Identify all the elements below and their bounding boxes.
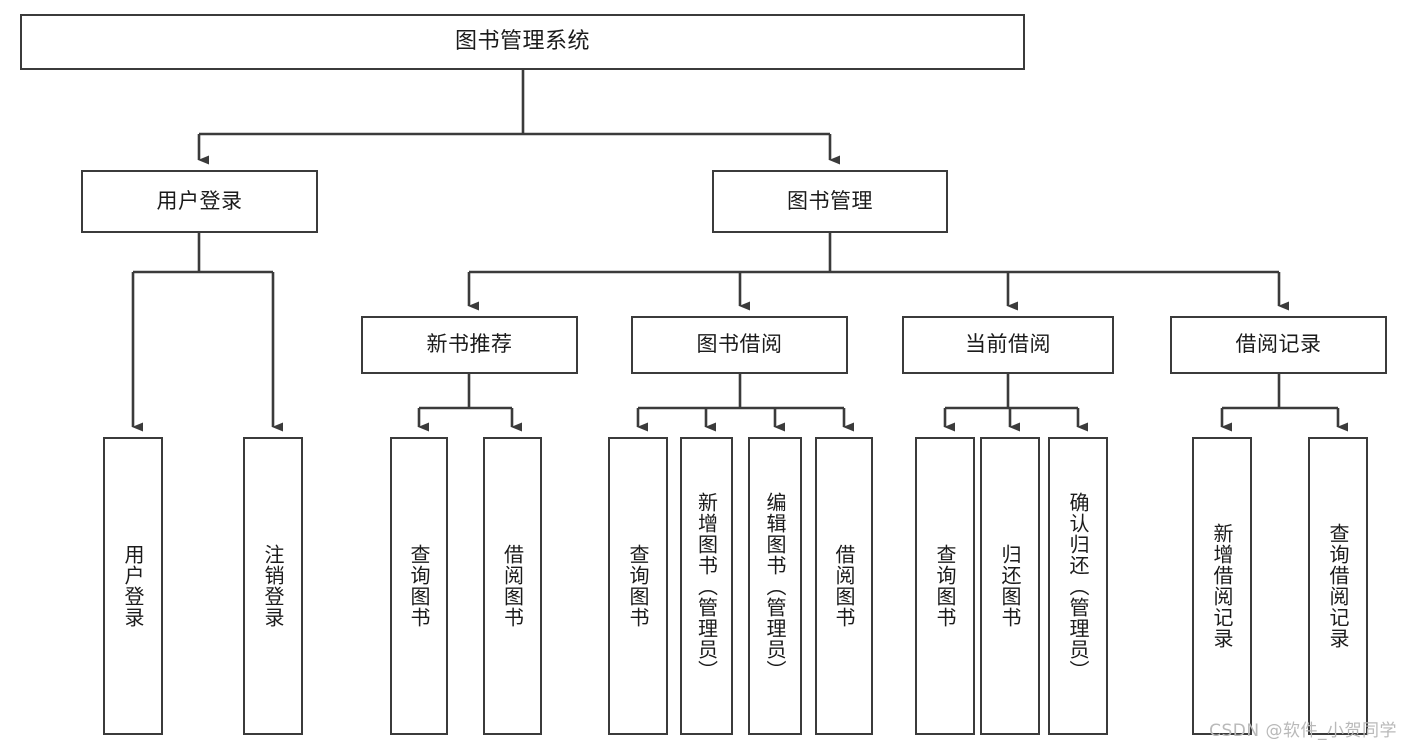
- node-borrow-record[interactable]: 借阅记录: [1170, 316, 1387, 374]
- leaf-borrow-book-2[interactable]: 借阅图书: [815, 437, 873, 735]
- leaf-borrow-book-1[interactable]: 借阅图书: [483, 437, 542, 735]
- leaf-label-add-record: 新增借阅记录: [1210, 523, 1234, 649]
- node-root-system[interactable]: 图书管理系统: [20, 14, 1025, 70]
- leaf-label-user-login: 用户登录: [121, 544, 145, 628]
- node-label-book-borrow: 图书借阅: [696, 332, 783, 357]
- node-label-borrow-record: 借阅记录: [1235, 332, 1322, 357]
- leaf-return-book[interactable]: 归还图书: [980, 437, 1040, 735]
- leaf-label-query-book-1: 查询图书: [407, 544, 431, 628]
- leaf-add-record[interactable]: 新增借阅记录: [1192, 437, 1252, 735]
- leaf-edit-book[interactable]: 编辑图书（管理员）: [748, 437, 802, 735]
- leaf-label-add-book: 新增图书（管理员）: [694, 491, 719, 681]
- leaf-label-edit-book: 编辑图书（管理员）: [763, 491, 787, 681]
- node-current-borrow[interactable]: 当前借阅: [902, 316, 1114, 374]
- leaf-label-query-book-3: 查询图书: [933, 544, 957, 628]
- leaf-confirm-return[interactable]: 确认归还（管理员）: [1048, 437, 1108, 735]
- node-user-login[interactable]: 用户登录: [81, 170, 318, 233]
- leaf-label-borrow-book-1: 借阅图书: [500, 544, 525, 628]
- leaf-label-return-book: 归还图书: [998, 544, 1022, 628]
- node-new-book-recommend[interactable]: 新书推荐: [361, 316, 578, 374]
- leaf-label-query-book-2: 查询图书: [626, 544, 650, 628]
- leaf-query-book-1[interactable]: 查询图书: [390, 437, 448, 735]
- node-label-book-management: 图书管理: [787, 188, 873, 213]
- node-book-management[interactable]: 图书管理: [712, 170, 948, 233]
- leaf-query-book-2[interactable]: 查询图书: [608, 437, 668, 735]
- node-label-current-borrow: 当前借阅: [965, 332, 1051, 357]
- leaf-label-borrow-book-2: 借阅图书: [832, 544, 856, 628]
- leaf-query-record[interactable]: 查询借阅记录: [1308, 437, 1368, 735]
- leaf-label-query-record: 查询借阅记录: [1326, 523, 1350, 649]
- node-label-user-login: 用户登录: [156, 188, 243, 213]
- leaf-user-login[interactable]: 用户登录: [103, 437, 163, 735]
- leaf-query-book-3[interactable]: 查询图书: [915, 437, 975, 735]
- leaf-label-confirm-return: 确认归还（管理员）: [1066, 491, 1090, 681]
- leaf-add-book[interactable]: 新增图书（管理员）: [680, 437, 733, 735]
- leaf-label-logout-login: 注销登录: [261, 544, 285, 628]
- node-book-borrow[interactable]: 图书借阅: [631, 316, 848, 374]
- node-label-root: 图书管理系统: [454, 28, 590, 54]
- node-label-new-book-recommend: 新书推荐: [426, 332, 513, 357]
- leaf-logout-login[interactable]: 注销登录: [243, 437, 303, 735]
